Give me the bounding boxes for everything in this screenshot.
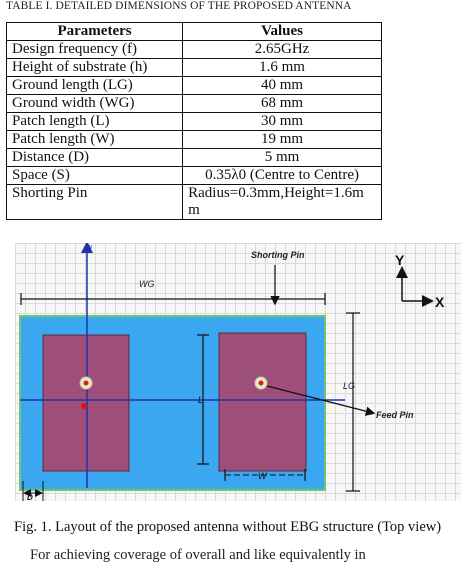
table-row: Patch length (W) 19 mm [5,130,382,149]
feed-pin-pointer [266,385,376,416]
param-cell: Distance (D) [5,148,184,167]
header-values: Values [182,22,382,41]
lg-label: LG [343,381,355,391]
figure-caption: Fig. 1. Layout of the proposed antenna w… [14,519,442,535]
table-row: Ground length (LG) 40 mm [5,76,382,95]
d-label: D [27,493,33,501]
param-cell: Design frequency (f) [5,40,184,59]
param-cell: Ground length (LG) [5,76,184,95]
table-header-row: Parameters Values [5,22,382,41]
feed-pin-label: Feed Pin [376,410,414,420]
value-cell: 40 mm [182,76,382,95]
param-cell: Patch length (W) [5,130,184,149]
dimensions-table: Parameters Values Design frequency (f) 2… [5,22,382,220]
table-row: Distance (D) 5 mm [5,148,382,167]
value-cell: 5 mm [182,148,382,167]
table-row: Design frequency (f) 2.65GHz [5,40,382,59]
right-shorting-pin-dot [258,380,264,386]
param-cell: Ground width (WG) [5,94,184,113]
antenna-layout-drawing: y Feed Pin Shorting Pin WG LG L W [19,243,445,501]
table-row: Shorting Pin Radius=0.3mm,Height=1.6m m [5,184,382,220]
param-cell: Patch length (L) [5,112,184,131]
table-row: Space (S) 0.35λ0 (Centre to Centre) [5,166,382,185]
param-cell: Shorting Pin [5,184,184,220]
l-label: L [198,395,203,405]
table-row: Patch length (L) 30 mm [5,112,382,131]
axis-x-label: X [435,294,445,310]
table-row: Ground width (WG) 68 mm [5,94,382,113]
body-text-fragment: For achieving coverage of overall and li… [30,547,366,563]
left-shorting-pin-dot [83,380,89,386]
origin-y-label: y [89,244,93,251]
value-cell: 19 mm [182,130,382,149]
w-label: W [258,471,268,481]
value-cell: Radius=0.3mm,Height=1.6m m [182,184,382,220]
shorting-pin-label: Shorting Pin [251,250,305,260]
value-cell: 1.6 mm [182,58,382,77]
wg-label: WG [139,279,155,289]
value-cell: 0.35λ0 (Centre to Centre) [182,166,382,185]
left-patch [42,334,130,472]
right-patch [218,332,307,472]
header-parameters: Parameters [5,22,184,41]
param-cell: Space (S) [5,166,184,185]
value-cell: 68 mm [182,94,382,113]
table-row: Height of substrate (h) 1.6 mm [5,58,382,77]
table-caption: TABLE I. DETAILED DIMENSIONS OF THE PROP… [6,0,352,12]
axis-y-label: Y [395,252,405,268]
antenna-layout-figure: y Feed Pin Shorting Pin WG LG L W [15,243,461,501]
param-cell: Height of substrate (h) [5,58,184,77]
value-cell: 2.65GHz [182,40,382,59]
value-cell: 30 mm [182,112,382,131]
feed-point-dot [81,403,87,409]
